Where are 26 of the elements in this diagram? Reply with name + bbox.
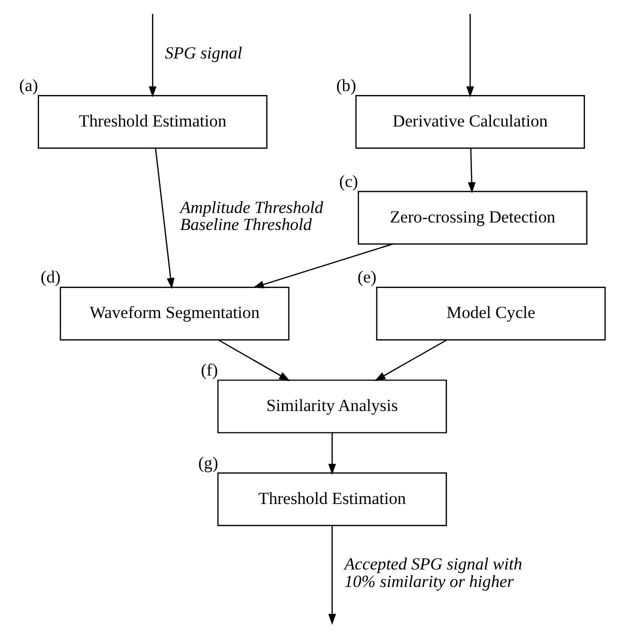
node-box: Similarity Analysis bbox=[216, 380, 446, 434]
arrow bbox=[218, 339, 290, 382]
node-label: (d) bbox=[40, 268, 60, 287]
arrow bbox=[328, 526, 336, 625]
arrow bbox=[154, 148, 174, 289]
node-box: Waveform Segmentation bbox=[59, 286, 289, 340]
node-box: Threshold Estimation bbox=[216, 472, 446, 526]
node-label: (g) bbox=[198, 453, 218, 472]
arrow bbox=[466, 14, 474, 98]
edge-label: Amplitude Threshold Baseline Threshold bbox=[180, 198, 323, 234]
node-label: (a) bbox=[18, 76, 38, 95]
node-label: (e) bbox=[356, 268, 376, 287]
arrow bbox=[467, 148, 476, 194]
arrow bbox=[328, 432, 336, 475]
node-label: (b) bbox=[336, 76, 356, 95]
arrow bbox=[252, 243, 392, 288]
edge-label: SPG signal bbox=[164, 44, 242, 63]
node-box: Zero-crossing Detection bbox=[357, 190, 587, 245]
node-box: Model Cycle bbox=[376, 286, 606, 340]
node-label: (c) bbox=[338, 172, 358, 191]
node-box: Derivative Calculation bbox=[354, 95, 584, 149]
edge-label: Accepted SPG signal with 10% similarity or higher bbox=[344, 554, 522, 591]
arrow bbox=[148, 14, 156, 98]
arrow bbox=[374, 339, 446, 382]
node-label: (f) bbox=[200, 360, 218, 380]
node-box: Threshold Estimation bbox=[37, 95, 267, 149]
